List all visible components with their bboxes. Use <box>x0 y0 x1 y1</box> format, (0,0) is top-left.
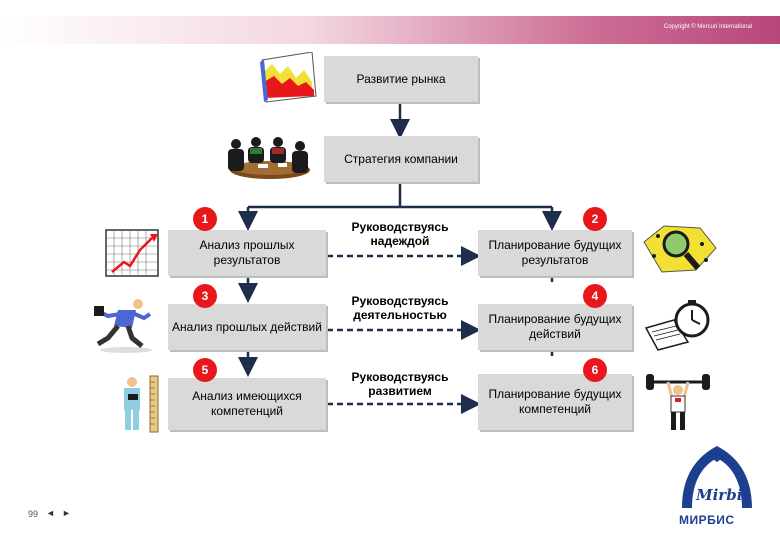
man-with-ruler-clipart <box>124 375 159 433</box>
step-badge-3: 3 <box>193 284 217 308</box>
running-man-clipart <box>94 299 152 353</box>
magnifier-clipart <box>643 225 717 273</box>
clock-planner-clipart <box>644 300 710 351</box>
weightlifter-clipart <box>646 374 710 430</box>
guidance-activity-label: Руководствуясь деятельностью <box>351 294 449 322</box>
header-band <box>0 16 780 44</box>
prev-slide-arrow[interactable]: ◄ <box>46 508 55 518</box>
right-box-6: Планирование будущих компетенций <box>478 374 632 430</box>
left-box-1: Анализ прошлых результатов <box>168 230 326 276</box>
step-badge-4: 4 <box>583 284 607 308</box>
right-box-4: Планирование будущих действий <box>478 304 632 350</box>
market-development-box: Развитие рынка <box>324 56 478 102</box>
company-strategy-box: Стратегия компании <box>324 136 478 182</box>
mirbis-logo: Mirbis <box>682 446 752 508</box>
step-badge-5: 5 <box>193 358 217 382</box>
guidance-hope-label: Руководствуясь надеждой <box>351 220 449 248</box>
growth-graph-clipart <box>105 229 159 277</box>
next-slide-arrow[interactable]: ► <box>62 508 71 518</box>
page-number: 99 <box>28 509 39 519</box>
step-badge-6: 6 <box>583 358 607 382</box>
market-chart-clipart <box>260 52 317 103</box>
logo-script: Mirbis <box>695 486 751 504</box>
step-badge-1: 1 <box>193 207 217 231</box>
guidance-development-label: Руководствуясь развитием <box>351 370 449 398</box>
logo-wordmark: МИРБИС <box>679 513 735 527</box>
meeting-clipart <box>228 137 310 179</box>
copyright-text: Copyright © Mercuri International <box>663 24 752 30</box>
left-box-3: Анализ прошлых действий <box>168 304 326 350</box>
right-box-2: Планирование будущих результатов <box>478 230 632 276</box>
step-badge-2: 2 <box>583 207 607 231</box>
left-box-5: Анализ имеющихся компетенций <box>168 378 326 430</box>
